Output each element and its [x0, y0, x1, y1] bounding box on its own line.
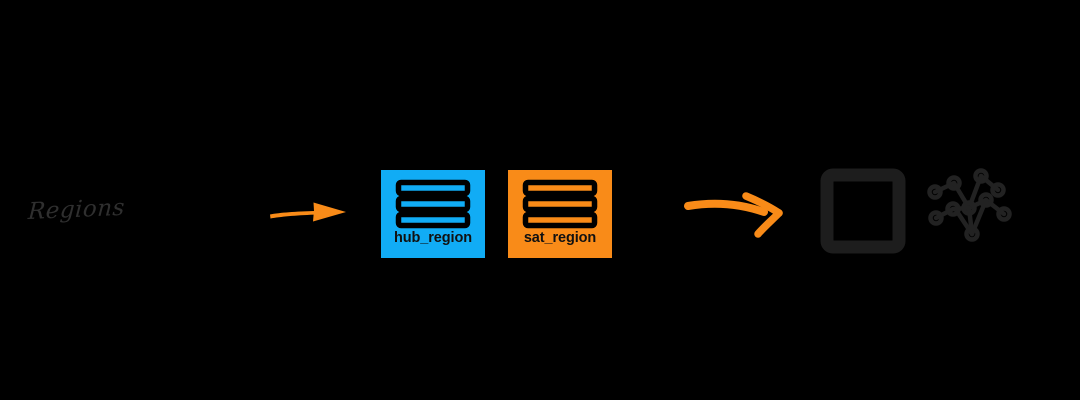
regions-source-label: Regions	[27, 194, 126, 226]
stacked-rows-icon	[522, 179, 598, 229]
tile-sat-region[interactable]: sat_region	[508, 170, 612, 258]
square-outline-icon	[820, 168, 906, 254]
tile-hub-region-label: hub_region	[394, 230, 472, 246]
arrow-regions-to-tiles-icon	[270, 202, 346, 222]
stacked-rows-icon	[395, 179, 471, 229]
tile-sat-region-label: sat_region	[523, 230, 597, 246]
arrow-tiles-to-output-icon	[684, 192, 783, 238]
tile-hub-region[interactable]: hub_region	[381, 170, 485, 258]
network-graph-icon	[927, 168, 1012, 242]
